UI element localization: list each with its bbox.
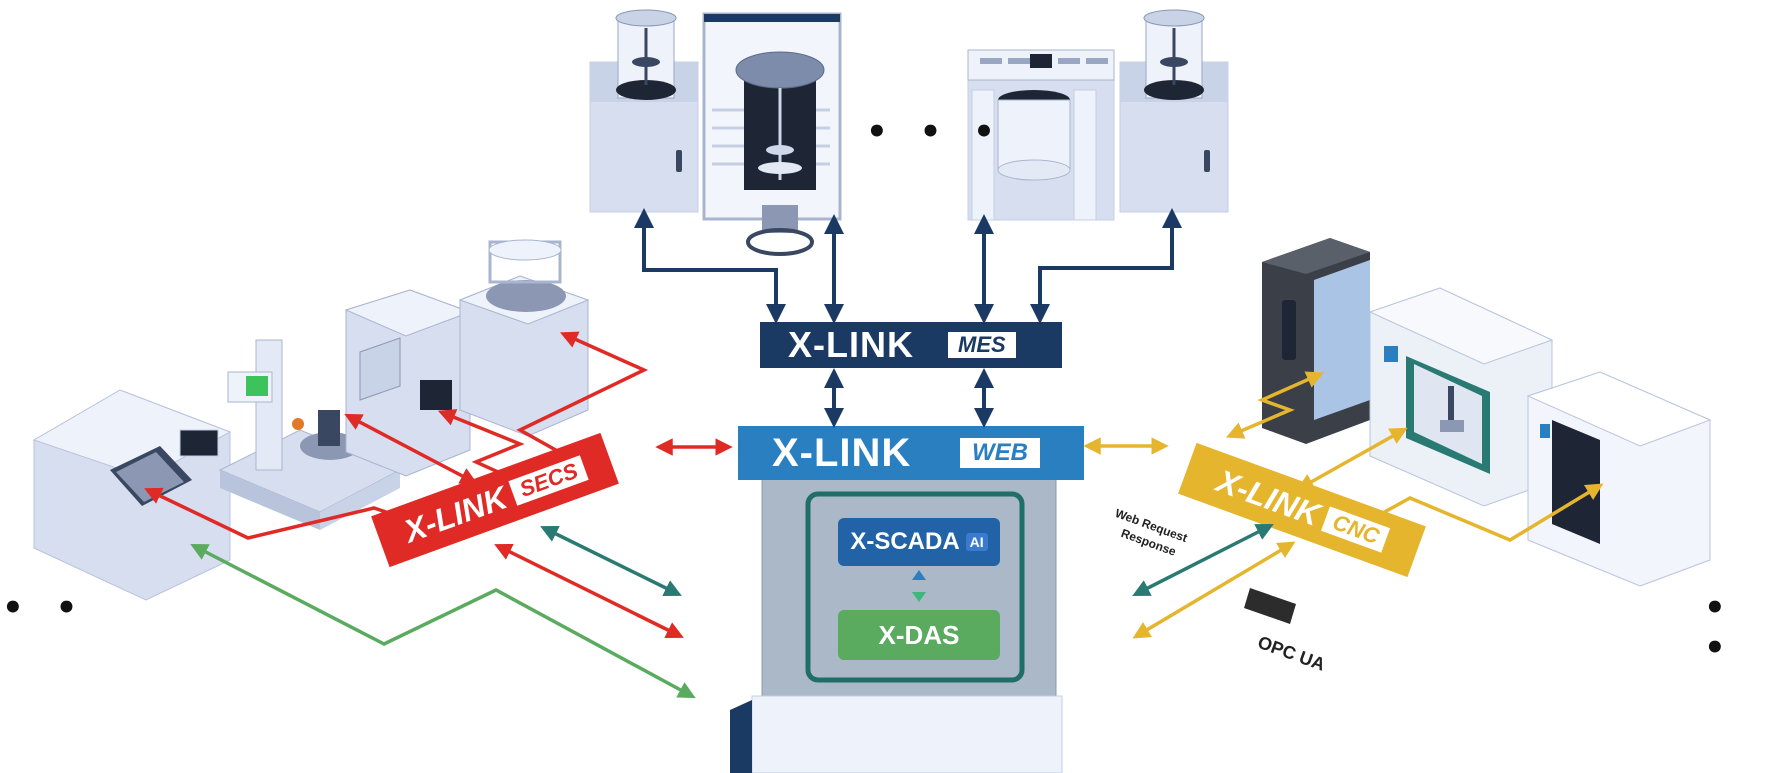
- right-cnc-3: [1526, 371, 1712, 587]
- das-label: X-DAS: [878, 620, 960, 650]
- scada-label: X-SCADA AI: [838, 518, 1000, 566]
- left-machine-reactor: [458, 239, 590, 437]
- right-cnc-2: [1368, 287, 1554, 507]
- left-green-arrow: [190, 543, 696, 699]
- mes-banner-main: X-LINK: [788, 324, 914, 365]
- opc-logo-icon: [1244, 588, 1296, 624]
- right-teal-arrow: [1132, 524, 1274, 596]
- mes-banner-tag: MES: [948, 332, 1016, 358]
- cnc-banner-tag: CNC: [1321, 506, 1391, 553]
- top-machine-2: [702, 12, 842, 256]
- scada-main: X-SCADA: [850, 528, 960, 555]
- left-teal-arrow: [540, 526, 682, 596]
- right-gold-arrows: [1083, 371, 1604, 639]
- top-machine-3: [967, 49, 1115, 221]
- top-navy-arrows: [634, 208, 1182, 428]
- web-banner-tag: WEB: [960, 438, 1040, 468]
- scada-ai-badge: AI: [965, 533, 988, 551]
- top-machine-1: [589, 9, 699, 213]
- left-machine-large: [32, 389, 232, 601]
- top-ellipsis: • • •: [866, 112, 1005, 152]
- web-banner-main: X-LINK: [772, 431, 912, 475]
- server-cabinet: [730, 473, 1063, 773]
- right-cnc-1: [1262, 238, 1370, 444]
- right-ellipsis: • •: [1704, 588, 1736, 668]
- left-ellipsis: • •: [2, 588, 88, 628]
- secs-banner-tag: SECS: [508, 455, 589, 506]
- top-machine-4: [1119, 9, 1229, 213]
